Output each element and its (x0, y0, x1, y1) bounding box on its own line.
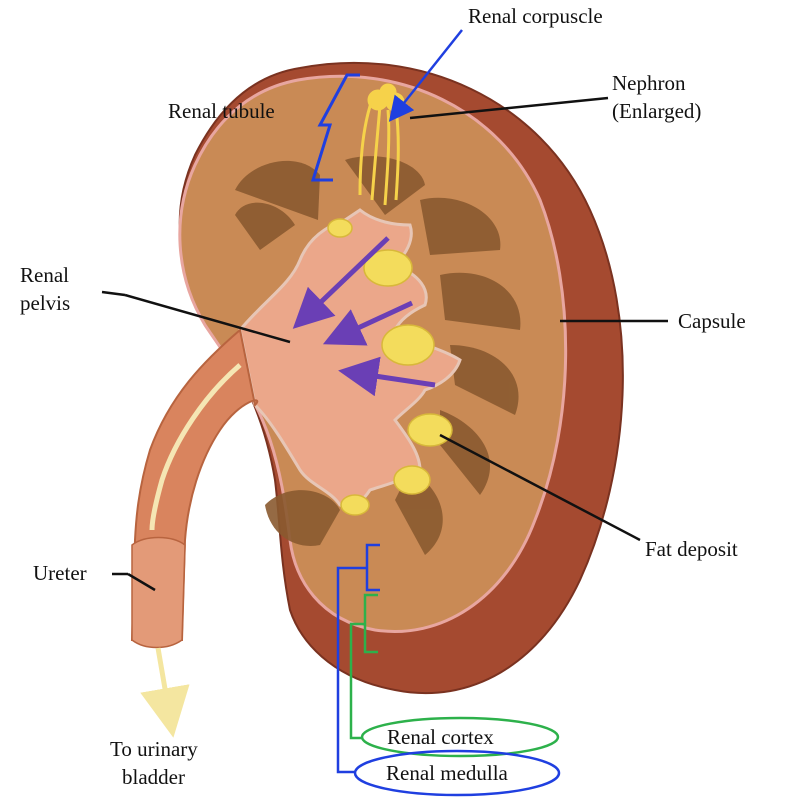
label-to-urinary: To urinary (110, 737, 198, 761)
renal-tubule-bracket (310, 73, 360, 182)
ureter-lumen (149, 363, 242, 531)
label-fat-deposit: Fat deposit (645, 537, 738, 561)
leader-lines (101, 96, 668, 592)
ureter-cut-end (131, 536, 186, 649)
renal-medulla-ellipse (353, 749, 561, 797)
renal-cortex-bracket (349, 593, 378, 740)
label-renal-cortex: Renal cortex (387, 725, 494, 749)
label-renal-medulla: Renal medulla (386, 761, 509, 785)
label-renal-pelvis-line2: pelvis (20, 291, 70, 315)
label-bladder: bladder (122, 765, 185, 789)
label-nephron-line1: Nephron (612, 71, 686, 95)
label-renal-tubule: Renal tubule (168, 99, 275, 123)
to-bladder-arrow (140, 647, 190, 738)
label-nephron-line2: (Enlarged) (612, 99, 701, 123)
label-capsule: Capsule (678, 309, 746, 333)
renal-cortex-ellipse (360, 716, 560, 758)
label-renal-corpuscle: Renal corpuscle (468, 4, 603, 28)
urine-flow-arrows (292, 236, 436, 397)
renal-corpuscle-pointer (388, 29, 463, 122)
label-renal-pelvis-line1: Renal (20, 263, 69, 287)
label-ureter: Ureter (33, 561, 87, 585)
renal-medulla-bracket (336, 543, 380, 774)
fat-deposits (327, 218, 453, 516)
